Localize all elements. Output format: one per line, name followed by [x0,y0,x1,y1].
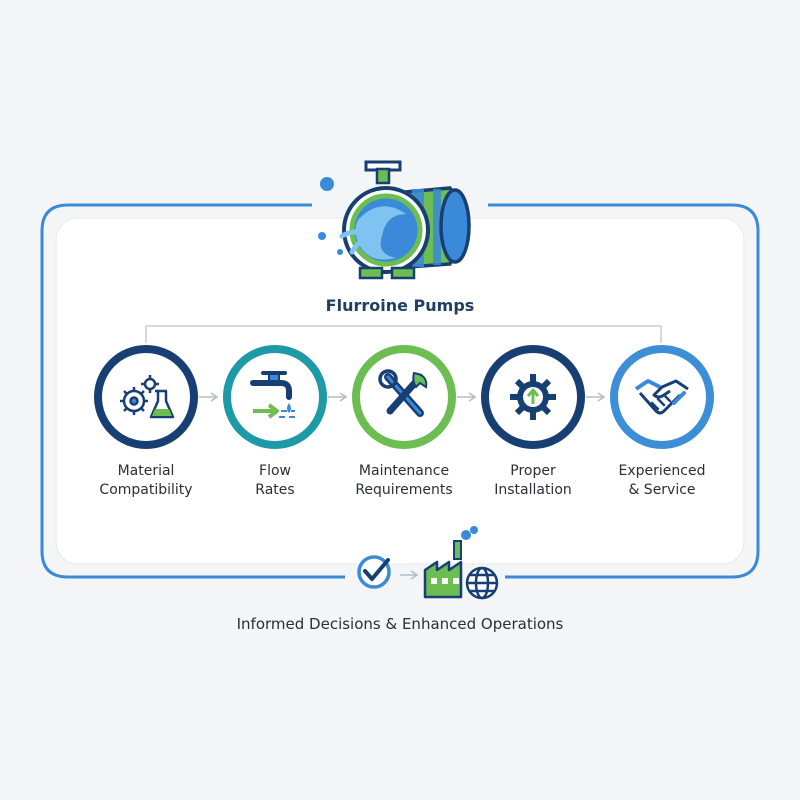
step-connector-bracket [145,325,662,343]
step-label-experienced-service: Experienced & Service [582,462,742,500]
step-label-line1: Maintenance [358,463,450,479]
step-label-line2: Installation [494,482,572,498]
step-label-line1: Proper [510,463,556,479]
arrow-4-5 [586,392,606,402]
step-label-line2: & Service [628,482,696,498]
step-ring-1 [94,345,198,449]
arrow-1-2 [199,392,219,402]
arrow-2-3 [328,392,348,402]
step-label-line1: Experienced [618,463,706,479]
step-label-line2: Rates [255,482,295,498]
step-label-proper-installation: Proper Installation [453,462,613,500]
pump-icon [318,160,471,280]
step-ring-2 [223,345,327,449]
faucet-icon [250,371,295,419]
step-label-line1: Flow [259,463,291,479]
wrench-icon [378,369,428,417]
step-label-line2: Compatibility [99,482,193,498]
footer-caption: Informed Decisions & Enhanced Operations [236,615,564,633]
step-label-flow-rates: Flow Rates [195,462,355,500]
step-label-line1: Material [117,463,175,479]
gear-arrow-icon [510,374,556,420]
step-label-line2: Requirements [355,482,453,498]
factory-icon [423,526,478,599]
arrow-3-4 [457,392,477,402]
globe-icon [465,566,499,600]
step-label-material-compatibility: Material Compatibility [66,462,226,500]
checkmark-icon [357,555,391,589]
handshake-icon [634,379,689,415]
gears-flask-icon [120,375,175,419]
outer-frame [40,203,760,579]
step-label-maintenance-requirements: Maintenance Requirements [324,462,484,500]
diagram-title: Flurroine Pumps [325,296,475,315]
outcome-arrow [400,570,419,580]
